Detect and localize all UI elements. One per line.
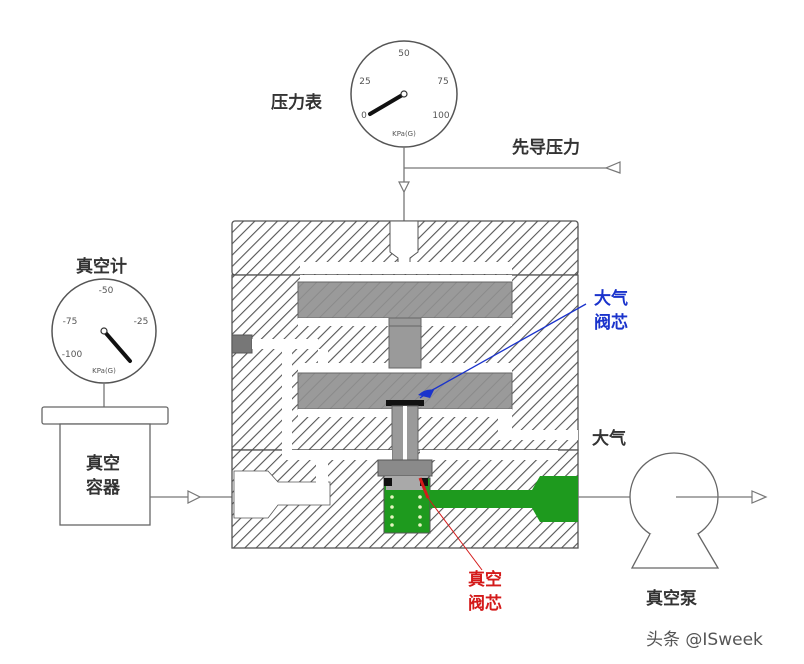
gauge-unit: KPa(G) xyxy=(92,367,116,375)
tick-label: 25 xyxy=(359,77,370,87)
tick-label: -75 xyxy=(63,317,78,327)
atmosphere-valve-label-line1: 大气 xyxy=(594,289,628,309)
vacuum-container-label: 真空 容器 xyxy=(86,452,120,500)
vacuum-container-label-line2: 容器 xyxy=(86,478,120,498)
tick-label: -50 xyxy=(99,286,114,296)
gauge-needle-icon xyxy=(102,329,132,363)
tick-label: 50 xyxy=(398,49,410,59)
vacuum-gauge: -50 -75 -25 -100 KPa(G) xyxy=(51,278,157,384)
tick-label: 75 xyxy=(437,77,448,87)
tick-label: -100 xyxy=(62,350,83,360)
watermark: 头条 @ISweek xyxy=(646,630,763,650)
atmosphere-valve-label-line2: 阀芯 xyxy=(594,313,628,333)
exhaust-arrow-icon xyxy=(751,490,768,504)
flow-arrow-icon xyxy=(398,181,410,194)
vacuum-pump xyxy=(629,452,768,569)
pilot-inlet-arrow-icon xyxy=(604,161,621,174)
vacuum-valve-label-line2: 阀芯 xyxy=(468,594,502,614)
tick-label: -25 xyxy=(134,317,149,327)
valve-body xyxy=(231,220,579,549)
vacuum-valve-label: 真空 阀芯 xyxy=(468,568,502,616)
atmosphere-valve-label: 大气 阀芯 xyxy=(594,287,628,335)
tick-label: 100 xyxy=(432,111,449,121)
vacuum-valve-label-line1: 真空 xyxy=(468,570,502,590)
vacuum-valve-pointer xyxy=(418,477,430,499)
gauge-needle-icon xyxy=(368,92,406,116)
vacuum-gauge-label: 真空计 xyxy=(76,257,127,277)
atmosphere-port-label: 大气 xyxy=(592,429,626,449)
vacuum-valve-leader xyxy=(427,497,483,571)
pressure-gauge-label: 压力表 xyxy=(271,93,322,113)
gauge-unit: KPa(G) xyxy=(392,130,416,138)
flow-arrow-icon xyxy=(187,490,202,504)
vacuum-pump-label: 真空泵 xyxy=(646,589,697,609)
vacuum-container xyxy=(41,406,169,526)
vacuum-container-label-line1: 真空 xyxy=(86,454,120,474)
pilot-pressure-label: 先导压力 xyxy=(512,138,580,158)
pressure-gauge: 50 25 75 0 100 KPa(G) xyxy=(350,40,458,148)
tick-label: 0 xyxy=(361,111,367,121)
